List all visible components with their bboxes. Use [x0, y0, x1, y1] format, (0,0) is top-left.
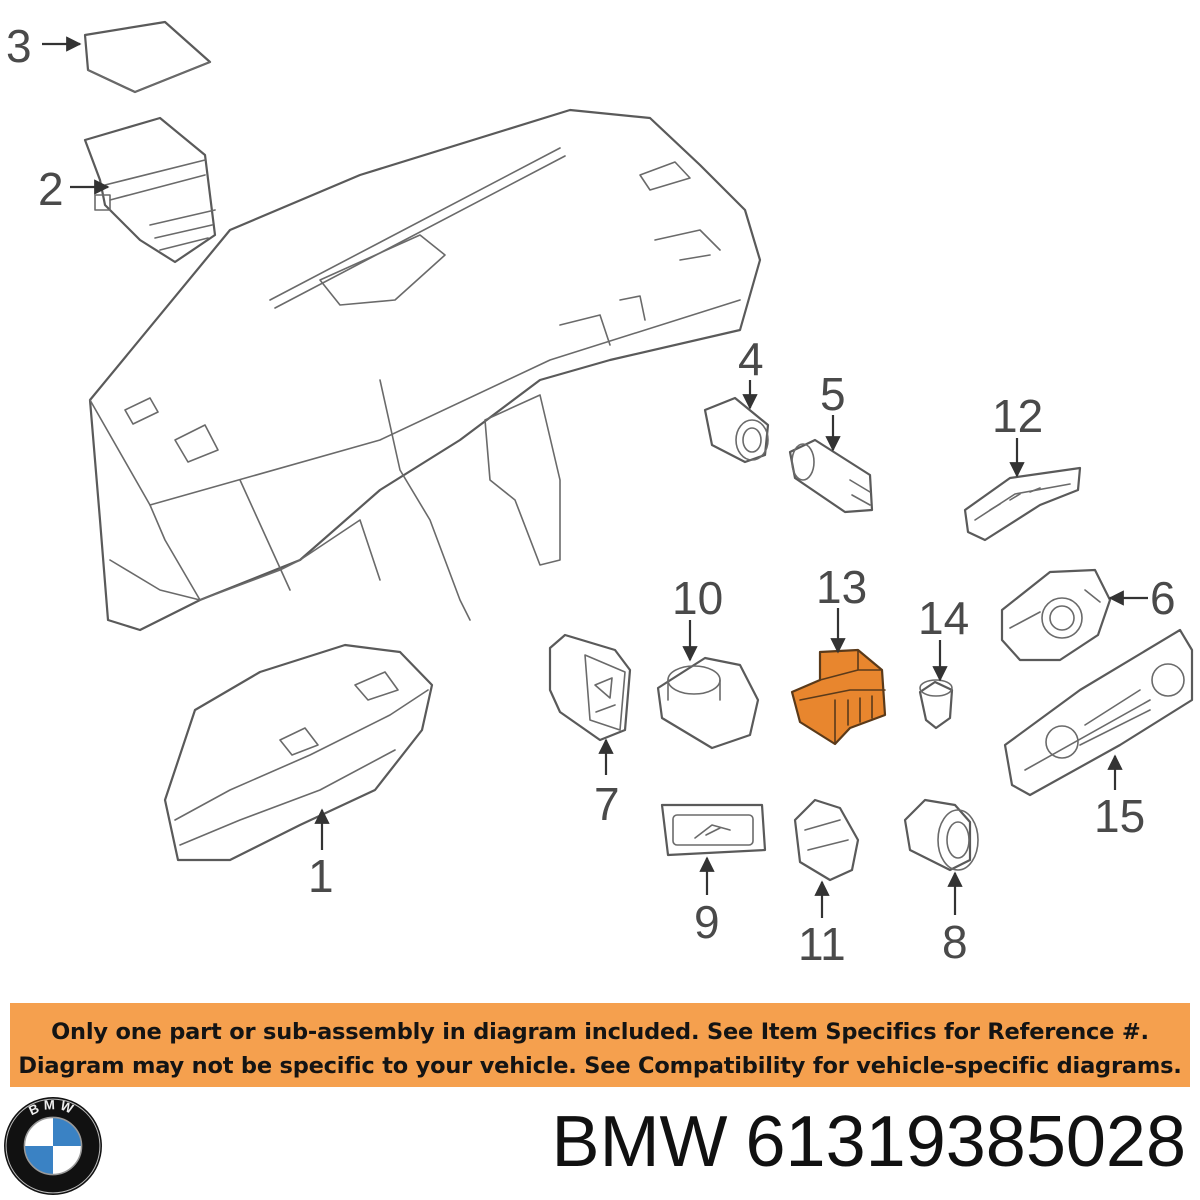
part-14-clip: [918, 679, 954, 730]
part-4-socket: [703, 396, 770, 464]
part-6-light-switch: [1000, 568, 1112, 662]
part-1-instrument-cluster: [163, 643, 434, 862]
part-9-button: [660, 803, 767, 857]
part-3-pad: [83, 20, 212, 94]
callout-4: 4: [738, 333, 764, 385]
part-8-start-button: [903, 798, 979, 872]
callout-15: 15: [1094, 790, 1145, 842]
callout-3: 3: [6, 20, 32, 72]
part-7-switch: [548, 633, 632, 742]
callout-7: 7: [594, 778, 620, 830]
svg-text:BMW: BMW: [26, 1097, 79, 1118]
callout-12: 12: [992, 390, 1043, 442]
disclaimer-banner: Only one part or sub-assembly in diagram…: [10, 1003, 1190, 1087]
bmw-logo-icon: BMW: [4, 1097, 102, 1195]
callout-6: 6: [1150, 572, 1176, 624]
callout-5: 5: [820, 368, 846, 420]
callout-13: 13: [816, 561, 867, 613]
dashboard-assembly: [88, 108, 762, 632]
disclaimer-line-1: Only one part or sub-assembly in diagram…: [51, 1019, 1149, 1045]
part-5-socket: [788, 438, 874, 514]
callout-11: 11: [798, 918, 846, 970]
disclaimer-line-2: Diagram may not be specific to your vehi…: [18, 1053, 1182, 1079]
part-13-highlighted: [790, 648, 887, 746]
callout-9: 9: [694, 896, 720, 948]
callout-10: 10: [672, 572, 723, 624]
callout-1: 1: [308, 850, 334, 902]
parts-diagram: 3 2 4 5 12 13 10 14 6 7 15 1 9 11 8: [6, 20, 1194, 970]
callout-8: 8: [942, 916, 968, 968]
part-10-controller: [656, 656, 760, 750]
brand-name: BMW: [551, 1102, 728, 1182]
logo-lettering: BMW: [26, 1097, 75, 1118]
part-2-vent: [83, 116, 217, 264]
part-11-switch: [793, 798, 860, 882]
part-number: 61319385028: [745, 1102, 1186, 1182]
callout-14: 14: [918, 592, 969, 644]
callout-2: 2: [38, 163, 64, 215]
part-15-climate-control: [1003, 628, 1194, 797]
part-12-switch-panel: [963, 466, 1082, 542]
